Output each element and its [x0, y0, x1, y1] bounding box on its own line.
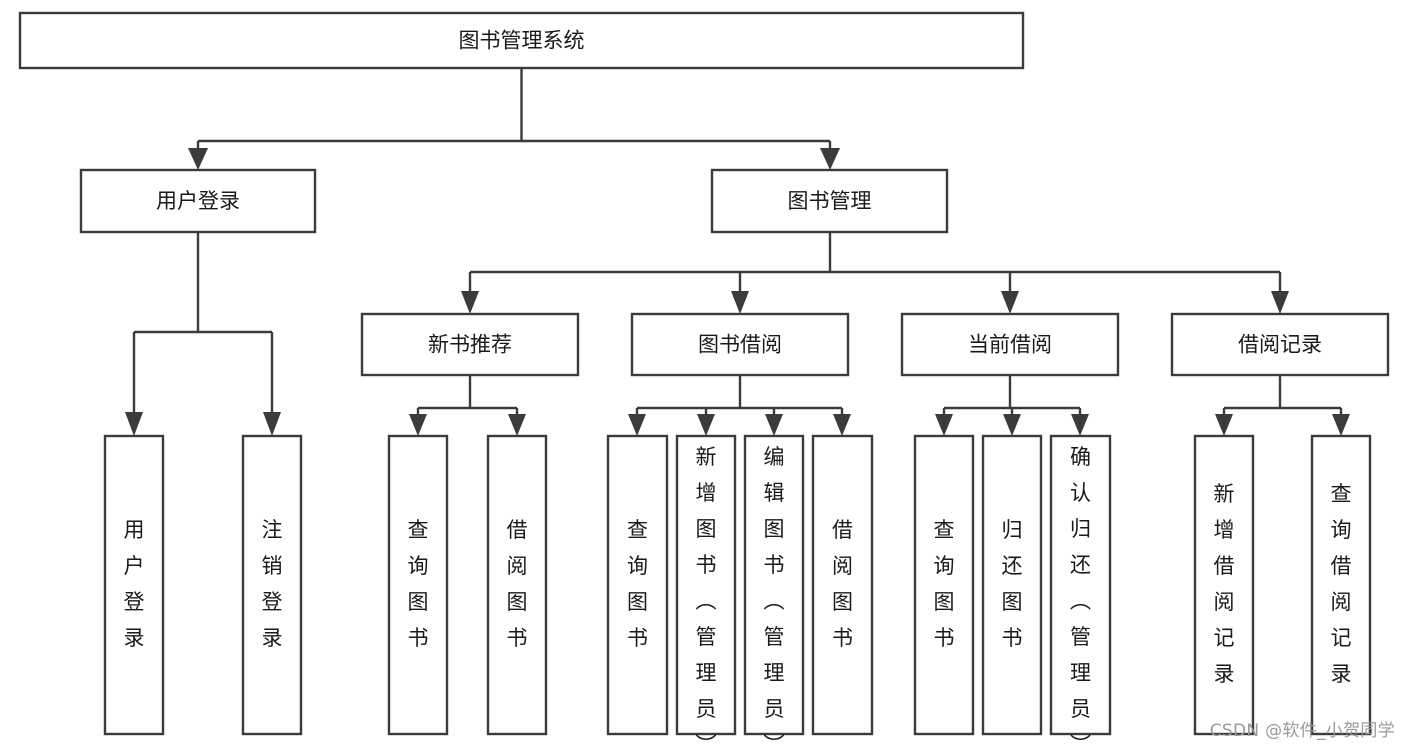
arrowhead-leaf-borrow-lend-book	[833, 414, 851, 436]
leaf-node-box[interactable]	[606, 434, 669, 736]
leaf-node[interactable]: 编辑图书︵管理员︶	[743, 434, 805, 747]
csdn-watermark: CSDN @软件_小贺同学	[1209, 721, 1395, 741]
arrowhead-leaf-rec-query-record	[1332, 414, 1350, 436]
leaf-node-box[interactable]	[103, 434, 165, 736]
node-root[interactable]: 图书管理系统	[18, 11, 1025, 70]
leaf-node-label: 查询借阅记录	[1331, 482, 1352, 686]
leaf-node-box[interactable]	[743, 434, 805, 736]
node-new-book-rec[interactable]: 新书推荐	[360, 312, 580, 377]
arrowhead-leaf-rec-add-record	[1215, 414, 1233, 436]
arrowhead-leaf-rec-borrow-book	[508, 414, 526, 436]
leaf-node-label: 确认归还︵管理员︶	[1070, 445, 1091, 747]
leaf-node-box[interactable]	[1310, 434, 1372, 736]
leaf-node[interactable]: 新增图书︵管理员︶	[675, 434, 737, 747]
leaf-node-label: 查询图书	[627, 518, 648, 650]
arrowhead-leaf-cur-return-book	[1003, 414, 1021, 436]
node-root-box[interactable]	[18, 11, 1025, 70]
leaf-node[interactable]: 归还图书	[981, 434, 1043, 736]
leaf-node-label: 借阅图书	[832, 518, 853, 650]
node-user-login-label: 用户登录	[156, 189, 240, 213]
connector-layer	[125, 68, 1350, 436]
leaf-node-label: 编辑图书︵管理员︶	[764, 445, 785, 747]
arrowhead-leaf-user-logout	[263, 412, 281, 436]
arrowhead-book-borrow	[731, 291, 749, 314]
leaf-node-box[interactable]	[486, 434, 548, 736]
node-borrow-record-label: 借阅记录	[1238, 333, 1322, 357]
leaf-node-box[interactable]	[1193, 434, 1255, 736]
node-book-manage-label: 图书管理	[788, 189, 872, 213]
arrowhead-book-manage	[820, 148, 840, 170]
node-user-login[interactable]: 用户登录	[79, 168, 317, 234]
arrowhead-leaf-borrow-query-book	[628, 414, 646, 436]
node-borrow-record-box[interactable]	[1170, 312, 1390, 377]
node-current-borrow-label: 当前借阅	[968, 333, 1052, 357]
arrowhead-new-book-rec	[461, 291, 479, 314]
leaf-node-box[interactable]	[241, 434, 303, 736]
node-book-borrow[interactable]: 图书借阅	[630, 312, 850, 377]
arrowhead-leaf-borrow-add-book	[697, 414, 715, 436]
node-borrow-record[interactable]: 借阅记录	[1170, 312, 1390, 377]
leaf-node[interactable]: 用户登录	[103, 434, 165, 736]
leaf-node-layer: 用户登录 注销登录 查询图书 借阅图书 查询图书 新增图书︵管理员︶ 编辑图书︵管理员︶ 借阅…	[103, 434, 1372, 747]
leaf-node[interactable]: 查询图书	[387, 434, 449, 736]
node-book-manage-box[interactable]	[710, 168, 949, 234]
arrowhead-user-login	[188, 148, 208, 170]
node-root-label: 图书管理系统	[459, 29, 585, 53]
node-book-manage[interactable]: 图书管理	[710, 168, 949, 234]
leaf-node-label: 查询图书	[408, 518, 429, 650]
leaf-node[interactable]: 新增借阅记录	[1193, 434, 1255, 736]
leaf-node[interactable]: 查询借阅记录	[1310, 434, 1372, 736]
leaf-node-box[interactable]	[675, 434, 737, 736]
leaf-node[interactable]: 查询图书	[913, 434, 975, 736]
leaf-node-label: 新增图书︵管理员︶	[696, 445, 717, 747]
arrowhead-leaf-rec-query-book	[409, 414, 427, 436]
node-current-borrow-box[interactable]	[900, 312, 1120, 377]
arrowhead-leaf-borrow-edit-book	[765, 414, 783, 436]
leaf-node-box[interactable]	[811, 434, 874, 736]
node-book-borrow-label: 图书借阅	[698, 333, 782, 357]
leaf-node[interactable]: 注销登录	[241, 434, 303, 736]
leaf-node-box[interactable]	[913, 434, 975, 736]
leaf-node-label: 用户登录	[124, 518, 145, 650]
node-current-borrow[interactable]: 当前借阅	[900, 312, 1120, 377]
leaf-node-label: 借阅图书	[507, 518, 528, 650]
node-new-book-rec-label: 新书推荐	[428, 333, 512, 357]
leaf-node-label: 归还图书	[1002, 518, 1023, 650]
node-new-book-rec-box[interactable]	[360, 312, 580, 377]
leaf-node[interactable]: 确认归还︵管理员︶	[1049, 434, 1112, 747]
leaf-node[interactable]: 查询图书	[606, 434, 669, 736]
arrowhead-leaf-user-login	[125, 412, 143, 436]
leaf-node-box[interactable]	[1049, 434, 1112, 736]
arrowhead-borrow-record	[1271, 291, 1289, 314]
node-book-borrow-box[interactable]	[630, 312, 850, 377]
leaf-node-box[interactable]	[387, 434, 449, 736]
node-user-login-box[interactable]	[79, 168, 317, 234]
leaf-node[interactable]: 借阅图书	[811, 434, 874, 736]
leaf-node-label: 查询图书	[934, 518, 955, 650]
leaf-node[interactable]: 借阅图书	[486, 434, 548, 736]
leaf-node-box[interactable]	[981, 434, 1043, 736]
arrowhead-current-borrow	[1001, 291, 1019, 314]
arrowhead-leaf-cur-query-book	[935, 414, 953, 436]
leaf-node-label: 注销登录	[262, 518, 283, 650]
leaf-node-label: 新增借阅记录	[1214, 482, 1235, 686]
arrowhead-leaf-cur-confirm-return	[1071, 414, 1089, 436]
